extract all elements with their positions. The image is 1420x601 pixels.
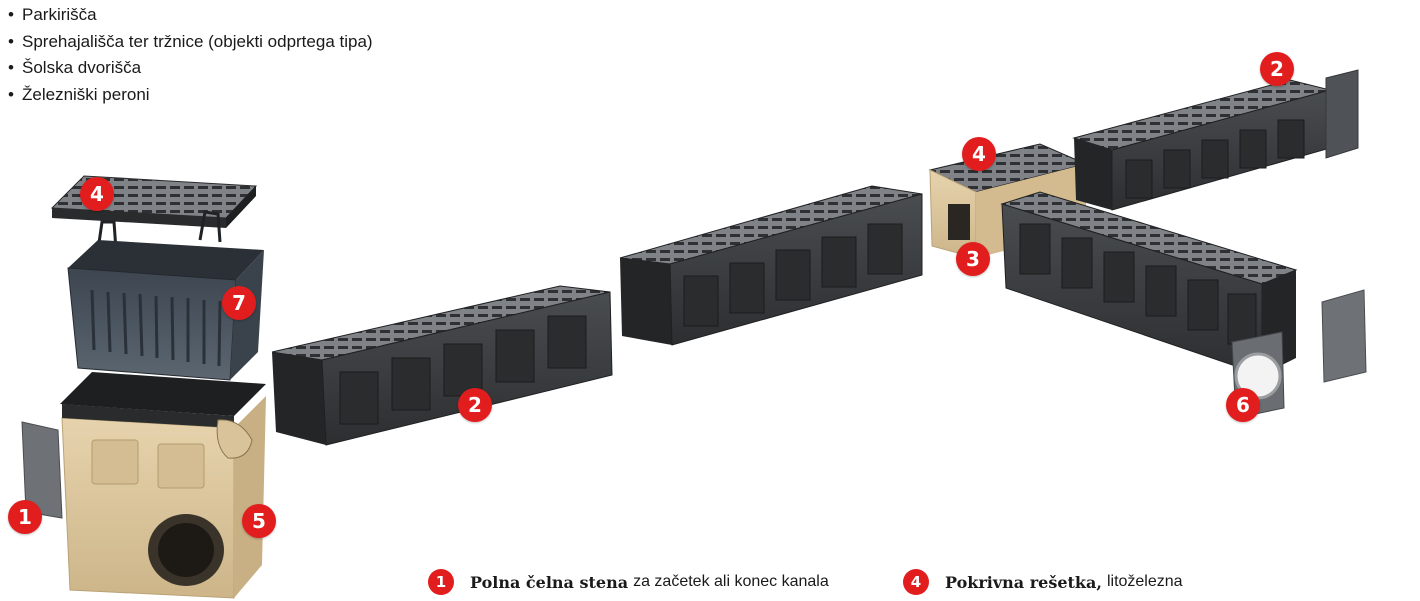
bullet-item: Sprehajališča ter tržnice (objekti odprt… [8,29,373,56]
application-list: Parkirišča Sprehajališča ter tržnice (ob… [8,2,373,108]
channel-segment-right [1000,191,1298,376]
end-wall-left [21,421,63,519]
channel-segment-top-right [1072,69,1359,211]
badge-sump-unit: 5 [242,504,276,538]
bullet-item: Parkirišča [8,2,373,29]
legend-item-1: 1 Polna čelna stena za začetek ali konec… [428,569,829,595]
badge-outlet-wall: 6 [1226,388,1260,422]
legend-badge: 1 [428,569,454,595]
legend-text: za začetek ali konec kanala [633,573,829,590]
end-wall-right [1321,289,1367,383]
badge-junction: 3 [956,242,990,276]
badge-grate-right: 4 [962,137,996,171]
bullet-item: Šolska dvorišča [8,55,373,82]
channel-segment-1 [271,285,613,446]
basket-left [67,210,264,381]
badge-end-wall-left: 1 [8,500,42,534]
bullet-item: Železniški peroni [8,82,373,109]
badge-channel-left: 2 [458,388,492,422]
legend-strong-text: Pokrivna rešetka, [945,572,1102,592]
channel-segment-2 [619,185,923,346]
legend-badge: 4 [903,569,929,595]
legend-item-2: 4 Pokrivna rešetka, litoželezna [903,569,1183,595]
legend-strong-text: Polna čelna stena [470,572,629,592]
legend-text: litoželezna [1106,573,1183,590]
sump-unit [60,372,266,599]
badge-grate-left: 4 [80,177,114,211]
badge-channel-top-right: 2 [1260,52,1294,86]
badge-basket: 7 [222,286,256,320]
